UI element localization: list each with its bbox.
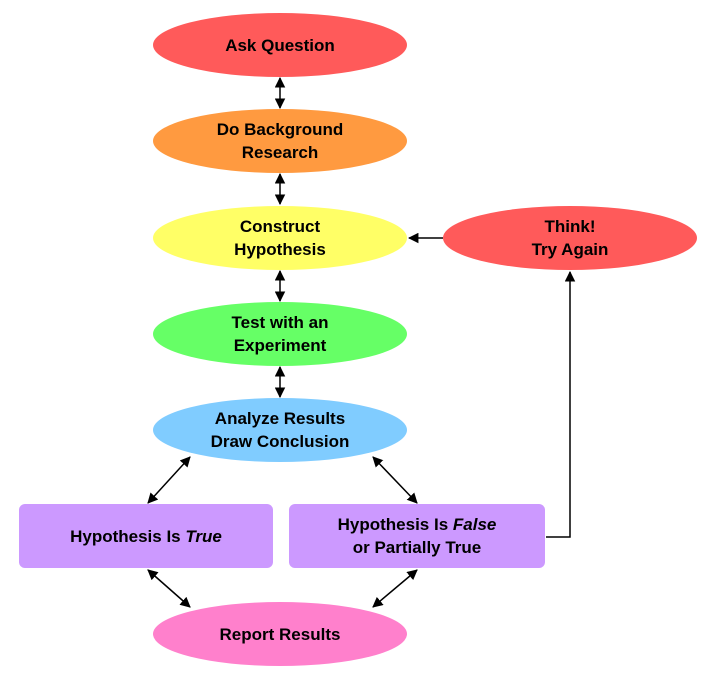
hypothesis-false-label-prefix: Hypothesis Is <box>338 515 453 534</box>
test-experiment-label-line1: Test with an <box>232 313 329 332</box>
node-construct-hypothesis: Construct Hypothesis <box>153 206 407 270</box>
node-hypothesis-false: Hypothesis Is False or Partially True <box>289 504 545 568</box>
hypothesis-true-label: Hypothesis Is True <box>70 527 222 546</box>
analyze-results-label-line2: Draw Conclusion <box>211 432 350 451</box>
background-research-label-line2: Research <box>242 143 319 162</box>
ask-question-label: Ask Question <box>225 36 335 55</box>
analyze-results-label-line1: Analyze Results <box>215 409 345 428</box>
node-ask-question: Ask Question <box>153 13 407 77</box>
think-try-again-label-line2: Try Again <box>532 240 609 259</box>
test-experiment-shape <box>153 302 407 366</box>
connector-true-report <box>147 569 191 608</box>
construct-hypothesis-label-line1: Construct <box>240 217 321 236</box>
construct-hypothesis-label-line2: Hypothesis <box>234 240 326 259</box>
node-background-research: Do Background Research <box>153 109 407 173</box>
think-try-again-label-line1: Think! <box>545 217 596 236</box>
hypothesis-true-label-emph: True <box>185 527 222 546</box>
ask-question-shape <box>153 13 407 77</box>
background-research-shape <box>153 109 407 173</box>
hypothesis-false-label-line2: or Partially True <box>353 538 482 557</box>
hypothesis-false-label-emph: False <box>453 515 496 534</box>
hypothesis-false-label-line1: Hypothesis Is False <box>338 515 497 534</box>
hypothesis-false-shape <box>289 504 545 568</box>
connector-false-report <box>372 569 418 608</box>
connector-analyze-false <box>372 456 418 504</box>
node-hypothesis-true: Hypothesis Is True <box>19 504 273 568</box>
analyze-results-shape <box>153 398 407 462</box>
connector-false-think <box>546 270 576 538</box>
test-experiment-label-line2: Experiment <box>234 336 327 355</box>
hypothesis-true-shape <box>19 504 273 568</box>
report-results-shape <box>153 602 407 666</box>
node-report-results: Report Results <box>153 602 407 666</box>
hypothesis-true-label-prefix: Hypothesis Is <box>70 527 185 546</box>
report-results-label: Report Results <box>220 625 341 644</box>
node-test-experiment: Test with an Experiment <box>153 302 407 366</box>
node-analyze-results: Analyze Results Draw Conclusion <box>153 398 407 462</box>
construct-hypothesis-shape <box>153 206 407 270</box>
node-think-try-again: Think! Try Again <box>443 206 697 270</box>
think-try-again-shape <box>443 206 697 270</box>
connector-analyze-true <box>147 456 191 504</box>
background-research-label-line1: Do Background <box>217 120 344 139</box>
